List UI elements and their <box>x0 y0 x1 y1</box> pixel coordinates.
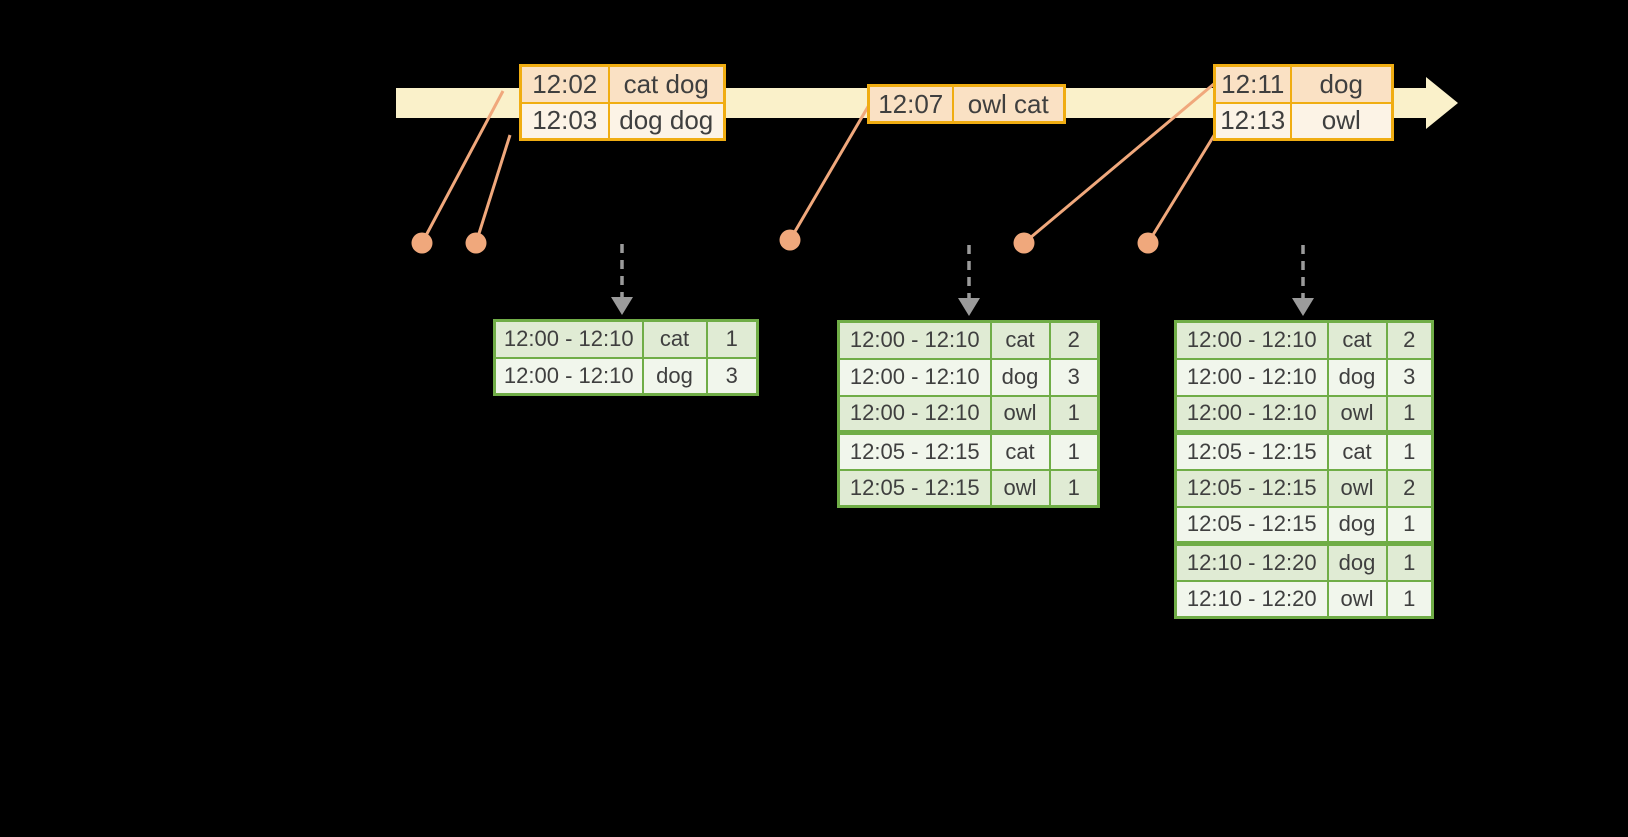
cell-word: owl <box>1326 579 1388 619</box>
cell-count: 1 <box>1048 430 1100 471</box>
cell-window: 12:05 - 12:15 <box>837 430 992 471</box>
cell-word: dog <box>1326 541 1388 582</box>
cell-word: owl <box>1326 394 1388 434</box>
cell-count: 1 <box>1385 541 1434 582</box>
cell-word: dog <box>641 356 708 396</box>
connector-line <box>788 104 871 241</box>
cell-time: 12:02 <box>519 64 610 104</box>
cell-window: 12:10 - 12:20 <box>1174 579 1329 619</box>
cell-word: owl <box>989 394 1051 434</box>
connector-line <box>420 90 505 244</box>
cell-word: dog <box>989 357 1051 397</box>
cell-words: cat dog <box>607 64 726 104</box>
trigger-arrow <box>1292 245 1314 316</box>
trigger-arrow <box>958 245 980 316</box>
cell-word: cat <box>989 320 1051 360</box>
cell-words: owl <box>1289 101 1394 141</box>
cell-count: 2 <box>1385 468 1434 508</box>
cell-count: 2 <box>1048 320 1100 360</box>
cell-window: 12:05 - 12:15 <box>1174 468 1329 508</box>
connector-line <box>474 134 512 244</box>
cell-word: dog <box>1326 505 1388 545</box>
cell-count: 1 <box>1048 394 1100 434</box>
cell-window: 12:00 - 12:10 <box>493 356 644 396</box>
cell-time: 12:07 <box>867 84 954 124</box>
connector-line <box>1146 128 1220 244</box>
cell-count: 1 <box>1385 505 1434 545</box>
cell-window: 12:00 - 12:10 <box>1174 320 1329 360</box>
cell-count: 1 <box>705 319 759 359</box>
cell-words: owl cat <box>951 84 1066 124</box>
cell-word: owl <box>989 468 1051 508</box>
cell-window: 12:05 - 12:15 <box>1174 505 1329 545</box>
cell-window: 12:05 - 12:15 <box>1174 430 1329 471</box>
event-marker-dot <box>1013 232 1035 254</box>
cell-window: 12:00 - 12:10 <box>1174 394 1329 434</box>
cell-window: 12:00 - 12:10 <box>1174 357 1329 397</box>
cell-count: 1 <box>1385 579 1434 619</box>
cell-window: 12:00 - 12:10 <box>837 394 992 434</box>
cell-words: dog <box>1289 64 1394 104</box>
event-connectors <box>420 81 1220 245</box>
cell-word: cat <box>1326 320 1388 360</box>
cell-window: 12:00 - 12:10 <box>493 319 644 359</box>
event-marker-dot <box>465 232 487 254</box>
cell-count: 3 <box>1385 357 1434 397</box>
cell-window: 12:05 - 12:15 <box>837 468 992 508</box>
cell-word: dog <box>1326 357 1388 397</box>
cell-window: 12:00 - 12:10 <box>837 357 992 397</box>
cell-time: 12:03 <box>519 101 610 141</box>
event-marker-dot <box>779 229 801 251</box>
cell-count: 1 <box>1385 430 1434 471</box>
event-marker-dot <box>1137 232 1159 254</box>
cell-time: 12:13 <box>1213 101 1292 141</box>
cell-word: cat <box>641 319 708 359</box>
cell-word: cat <box>989 430 1051 471</box>
event-marker-dot <box>411 232 433 254</box>
cell-time: 12:11 <box>1213 64 1292 104</box>
cell-word: cat <box>1326 430 1388 471</box>
event-markers <box>411 229 1159 254</box>
cell-count: 1 <box>1048 468 1100 508</box>
trigger-arrow <box>611 244 633 315</box>
cell-count: 2 <box>1385 320 1434 360</box>
cell-window: 12:00 - 12:10 <box>837 320 992 360</box>
cell-count: 3 <box>1048 357 1100 397</box>
cell-count: 1 <box>1385 394 1434 434</box>
cell-window: 12:10 - 12:20 <box>1174 541 1329 582</box>
cell-words: dog dog <box>607 101 726 141</box>
cell-word: owl <box>1326 468 1388 508</box>
cell-count: 3 <box>705 356 759 396</box>
connector-line <box>1023 81 1216 245</box>
